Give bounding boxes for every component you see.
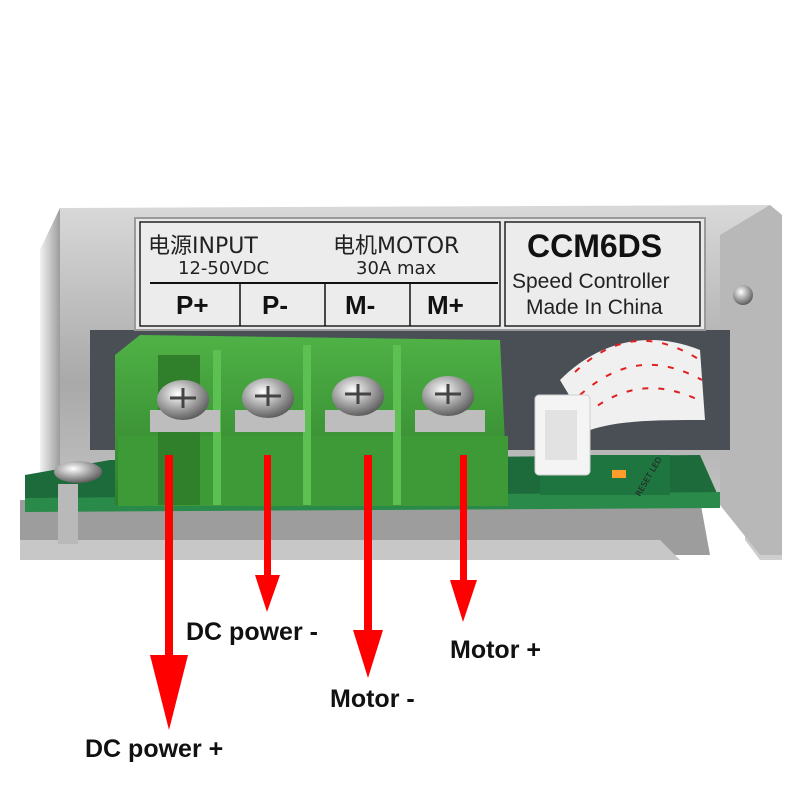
plate-product: Speed Controller (512, 270, 670, 293)
terminal-screw-p-minus[interactable] (235, 378, 305, 432)
plate-motor-title: 电机MOTOR (333, 234, 460, 259)
terminal-screw-p-plus[interactable] (150, 380, 220, 432)
terminal-label-m-minus: M- (345, 290, 376, 320)
arrow-motor-plus (450, 455, 477, 622)
terminal-block (115, 335, 508, 506)
wire-harness (534, 339, 705, 476)
terminal-screw-m-minus[interactable] (325, 376, 395, 432)
label-plate (134, 217, 706, 331)
plate-input-rating: 12-50VDC (178, 258, 270, 279)
terminal-label-p-plus: P+ (176, 290, 209, 320)
terminal-label-m-plus: M+ (427, 290, 464, 320)
terminal-label-p-minus: P- (262, 290, 288, 320)
pcb-mount-screw (54, 461, 102, 544)
terminal-screw-m-plus[interactable] (415, 376, 485, 432)
plate-origin: Made In China (526, 296, 663, 319)
plate-model: CCM6DS (527, 228, 663, 264)
label-motor-minus: Motor - (330, 685, 415, 713)
plate-motor-rating: 30A max (356, 258, 437, 279)
led-indicator (612, 470, 626, 478)
plate-input-title: 电源INPUT (148, 234, 258, 259)
label-dc-power-plus: DC power + (85, 735, 224, 763)
terminal-screws (150, 376, 485, 432)
arrow-motor-minus (353, 455, 383, 678)
label-dc-power-minus: DC power - (186, 618, 318, 646)
arrows (150, 455, 477, 730)
arrow-dc-power-plus (150, 455, 188, 730)
label-motor-plus: Motor + (450, 636, 541, 664)
arrow-dc-power-minus (255, 455, 280, 612)
